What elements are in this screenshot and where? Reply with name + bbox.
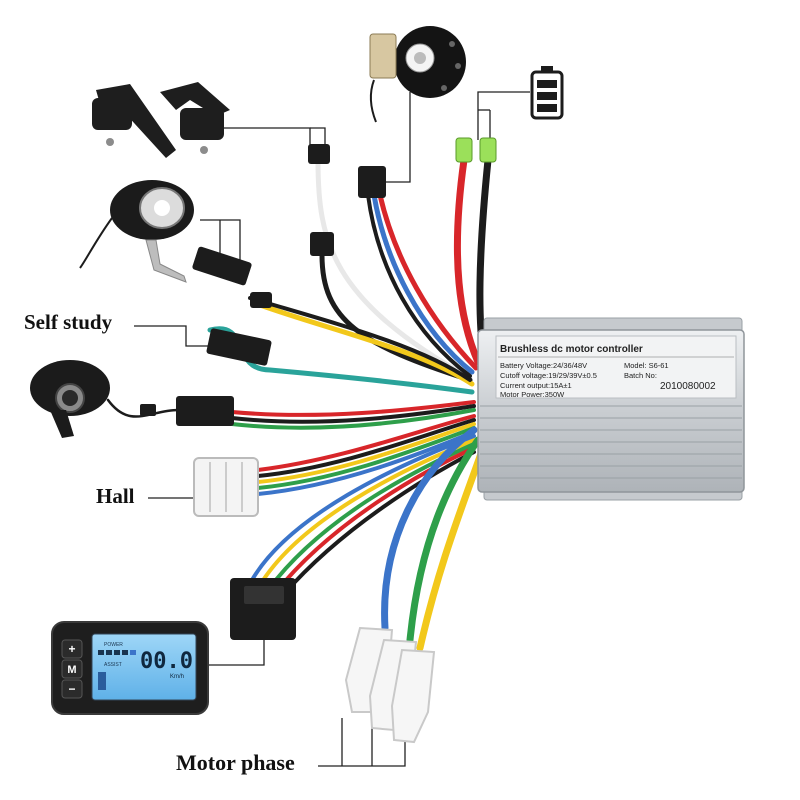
controller-model: Model: S6-61 [624, 361, 669, 370]
controller-motor-power: Motor Power:350W [500, 390, 565, 399]
pas-magnet-3 [441, 85, 447, 91]
wire-battery-red [453, 156, 482, 366]
brake-bolt-left [106, 138, 114, 146]
display-button-plus [61, 639, 83, 659]
pas-cable [369, 79, 377, 123]
display-button-minus-label: − [68, 682, 75, 696]
motor-controller: Brushless dc motor controller Battery Vo… [477, 317, 745, 501]
controller-cutoff-voltage: Cutoff voltage:19/29/39V±0.5 [500, 371, 597, 380]
battery-connector-red [455, 137, 473, 163]
wire-display-blue [250, 434, 476, 582]
throttle-connector-small [140, 404, 156, 416]
brake-callout-line [220, 127, 311, 148]
lcd-display: + M − POWER ASSIST 00.0 Km/h [51, 621, 209, 715]
light-connector-b [250, 292, 272, 308]
wire-hall-blue [256, 430, 476, 496]
wire-hall-black [256, 418, 476, 478]
battery-connector-black [479, 137, 497, 163]
phase-connector-c [390, 648, 436, 744]
display-speed-value: 00.0 [140, 649, 193, 674]
display-power-bars [98, 650, 136, 655]
headlight-bracket [145, 239, 187, 283]
wire-display-black [282, 450, 476, 596]
wire-hall-green [256, 426, 476, 490]
battery-bar-2 [537, 92, 557, 100]
display-speed-unit: Km/h [170, 674, 184, 680]
display-assist-label: ASSIST [104, 662, 122, 668]
controller-current-output: Current output:15A±1 [500, 381, 572, 390]
display-connector-notch [244, 586, 284, 604]
display-button-plus-label: + [68, 642, 75, 656]
wire-harness [106, 156, 492, 652]
controller-label [495, 335, 737, 399]
self-study-connector [206, 328, 272, 366]
throttle-lever [50, 410, 74, 438]
pas-callout-line [380, 92, 411, 183]
wire-light-black [248, 296, 472, 382]
brake-connector-bottom [310, 232, 334, 256]
wire-phase-yellow [416, 441, 488, 652]
light-callout-line [200, 219, 241, 262]
motor-phase-callout-line [318, 742, 406, 767]
controller-batch-label: Batch No: [624, 371, 657, 380]
self-study-callout-line [134, 325, 210, 347]
throttle-bore [62, 390, 78, 406]
wire-throttle-green [230, 408, 476, 430]
wire-hall-red [256, 414, 476, 472]
battery-callout-line [477, 91, 530, 140]
pas-magnet-1 [449, 41, 455, 47]
controller-title: Brushless dc motor controller [500, 344, 643, 355]
light-connector [192, 246, 252, 286]
wire-throttle-cord [106, 398, 180, 418]
callout-lines [134, 91, 530, 767]
controller-fins [480, 405, 742, 479]
display-button-mode-label: M [67, 664, 76, 676]
wire-display-red [274, 446, 476, 594]
motor-phase-label: Motor phase [176, 750, 295, 775]
hall-label: Hall [96, 484, 135, 508]
pas-connector [358, 166, 386, 198]
wire-throttle-black [230, 404, 476, 424]
display-callout-line [208, 640, 265, 666]
pas-bracket [369, 33, 397, 79]
controller-battery-voltage: Battery Voltage:24/36/48V [500, 361, 587, 370]
display-assist-level [98, 672, 106, 690]
thumb-throttle [30, 360, 110, 438]
wire-throttle-red [230, 400, 476, 417]
controller-batch-number: 2010080002 [660, 381, 716, 392]
brake-callout-line-b [310, 127, 326, 148]
throttle-connector [176, 396, 234, 426]
wire-phase-green [406, 436, 482, 644]
pas-magnet-2 [455, 63, 461, 69]
battery-icon [530, 66, 564, 120]
wire-light-yellow [257, 302, 475, 387]
brake-lever-right [160, 82, 230, 116]
self-study-label: Self study [24, 310, 113, 334]
headlight [79, 180, 194, 283]
headlight-cable [79, 217, 113, 269]
display-button-mode [61, 659, 83, 679]
wire-pas-blue [371, 192, 475, 375]
display-button-minus [61, 679, 83, 699]
battery-bar-3 [537, 80, 557, 88]
wire-pas-red [377, 192, 479, 371]
brake-levers [92, 82, 230, 158]
pas-hub-center [414, 52, 426, 64]
battery-bar-1 [537, 104, 557, 112]
wire-brake-white [315, 157, 473, 381]
wire-pas-black [366, 193, 472, 378]
wire-phase-blue [381, 426, 478, 632]
brake-bolt-right [200, 146, 208, 154]
brake-clamp-left [92, 98, 132, 130]
pas-sensor [369, 26, 466, 123]
connectors [140, 137, 497, 744]
brake-connector-top [308, 144, 330, 164]
wire-hall-yellow [256, 422, 476, 484]
display-power-label: POWER [104, 642, 123, 648]
battery-tip [541, 66, 553, 72]
headlight-bulb [154, 200, 170, 216]
brake-clamp-right [180, 108, 224, 140]
